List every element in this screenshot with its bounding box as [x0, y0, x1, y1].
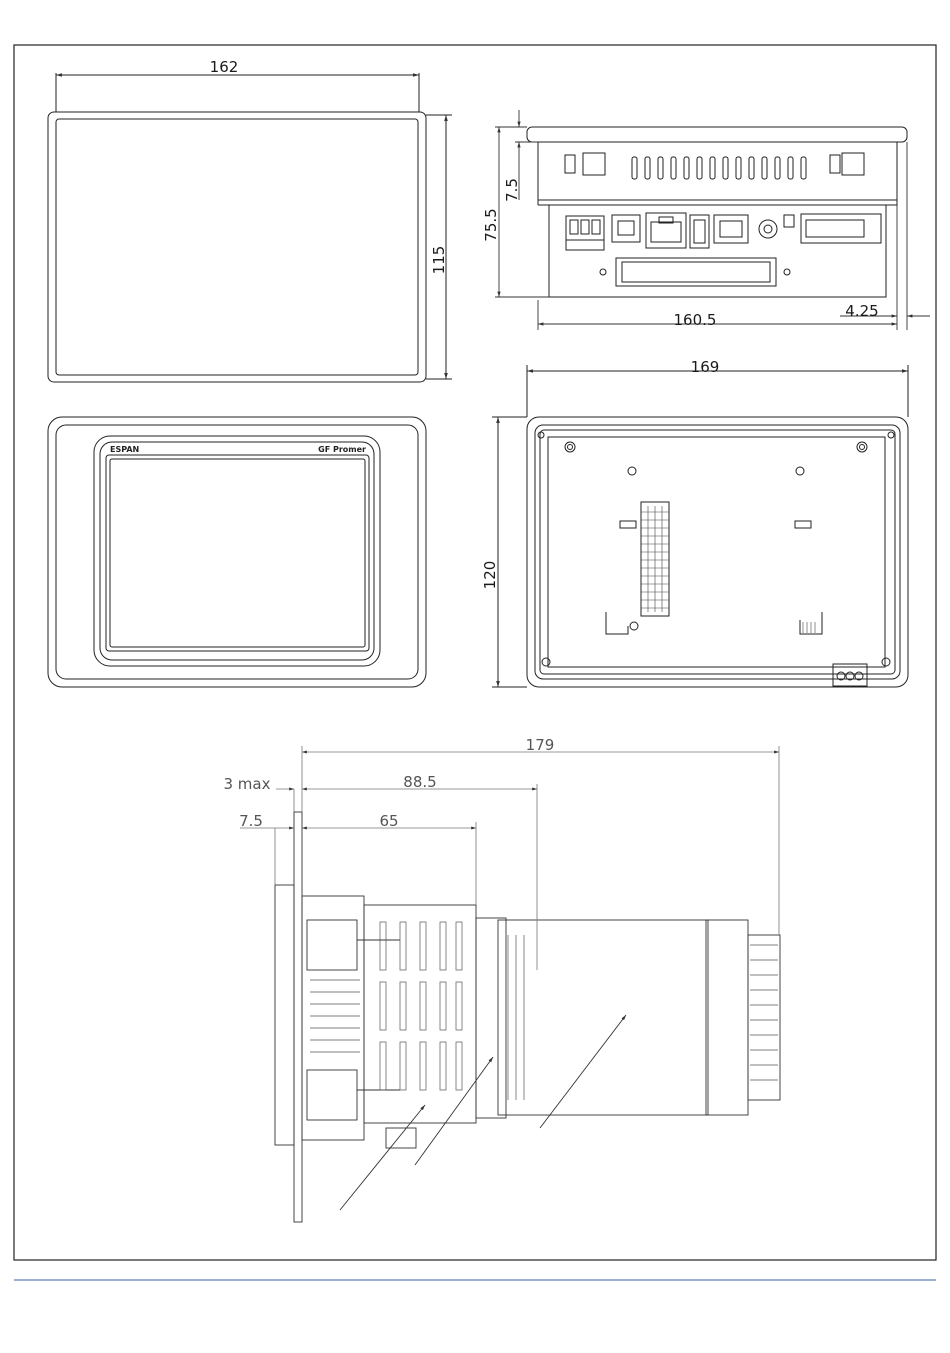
front-panel-model-label: GF Promer	[318, 445, 366, 454]
side-view-dimension-lines	[240, 746, 779, 970]
dim-top-depth: 75.5	[482, 208, 500, 241]
rear-view	[492, 365, 908, 687]
dim-side-clearance: 3 max	[224, 775, 271, 793]
dim-top-width: 160.5	[674, 311, 717, 329]
front-panel-view	[48, 417, 426, 687]
front-panel-brand-logo: ESPAN	[110, 445, 139, 454]
dim-top-offset: 7.5	[503, 178, 521, 202]
drawing-border	[14, 45, 936, 1260]
dim-front-height: 115	[430, 246, 448, 275]
dim-side-body: 65	[379, 812, 398, 830]
top-view	[527, 127, 907, 297]
dim-side-total: 179	[526, 736, 555, 754]
dim-top-side: 4.25	[845, 302, 878, 320]
dim-rear-height: 120	[481, 561, 499, 590]
dim-side-mid: 88.5	[403, 773, 436, 791]
top-view-connectors	[566, 213, 881, 286]
side-view	[275, 812, 780, 1222]
dim-side-panel: 7.5	[239, 812, 263, 830]
top-view-vent-slots	[632, 157, 806, 179]
rear-view-connector-pins	[641, 506, 815, 633]
side-view-leader-lines	[340, 1015, 626, 1210]
front-view	[48, 73, 452, 382]
dim-rear-width: 169	[691, 358, 720, 376]
dim-front-width: 162	[210, 58, 239, 76]
